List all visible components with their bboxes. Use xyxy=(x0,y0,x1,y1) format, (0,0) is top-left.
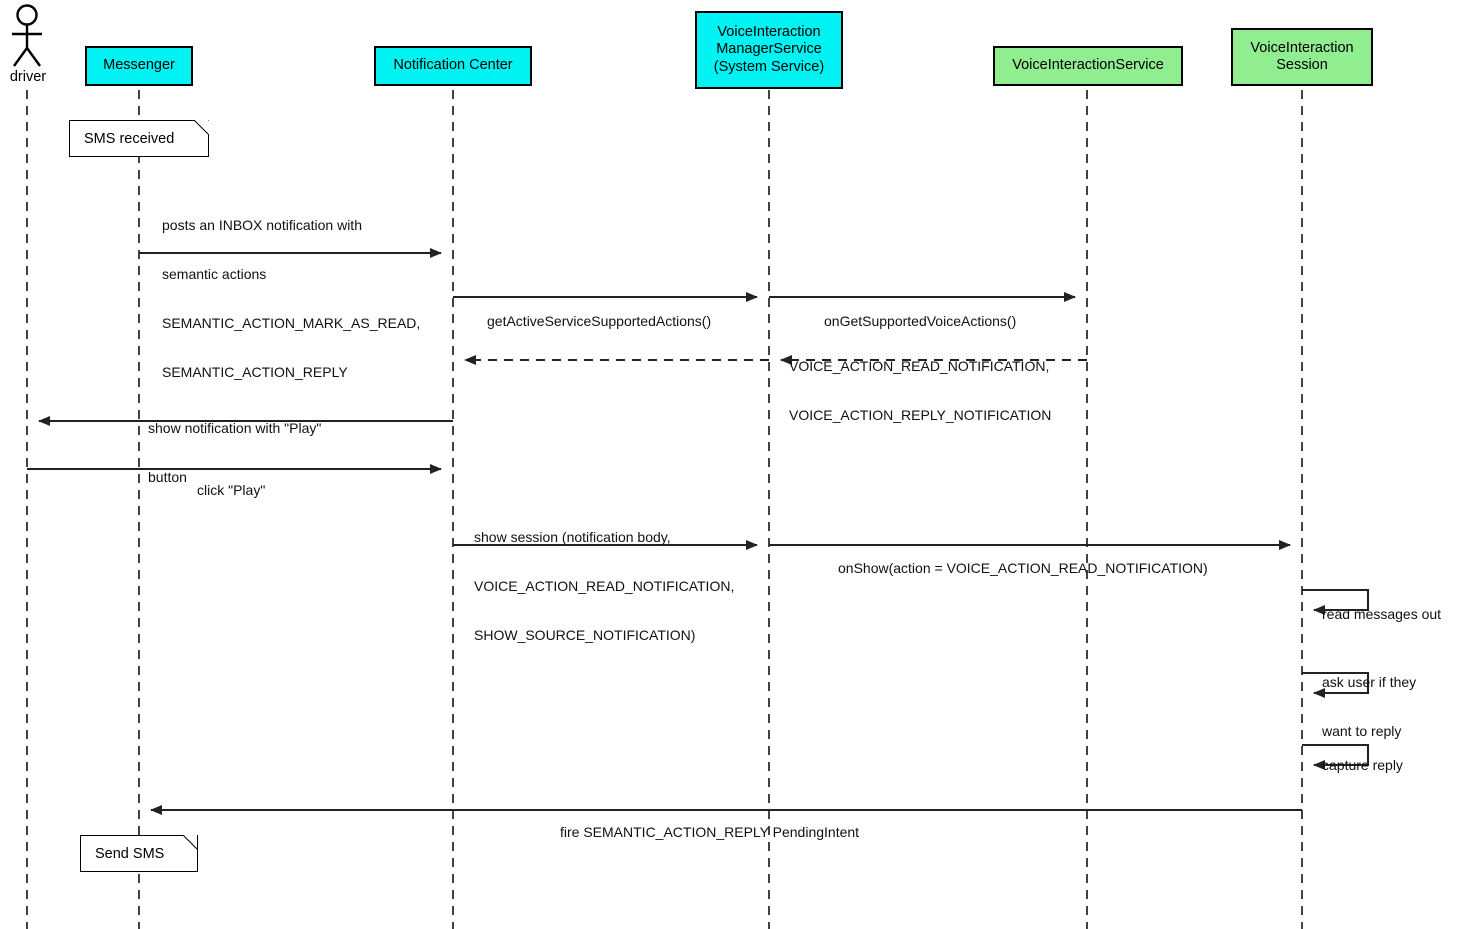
label-line: VOICE_ACTION_READ_NOTIFICATION, xyxy=(789,357,1050,374)
label-line: SEMANTIC_ACTION_MARK_AS_READ, xyxy=(162,315,421,331)
note-send-sms-text: Send SMS xyxy=(95,845,165,862)
label-line: onGetSupportedVoiceActions() xyxy=(824,312,1017,329)
label-line: SHOW_SOURCE_NOTIFICATION) xyxy=(474,627,696,643)
participant-notification-center[interactable]: Notification Center xyxy=(374,46,532,86)
note-sms-received: SMS received xyxy=(69,120,209,157)
participant-voiceinteraction-session[interactable]: VoiceInteraction Session xyxy=(1231,28,1373,86)
label-click-play: click "Play" xyxy=(197,449,265,531)
label-show-notification: show notification with "Play" button xyxy=(148,387,321,518)
label-line: getActiveServiceSupportedActions() xyxy=(487,312,712,329)
arrow-self-read-messages-out xyxy=(1302,588,1370,615)
arrow-self-ask-user-reply xyxy=(1302,671,1370,698)
note-corner-icon xyxy=(194,120,209,135)
label-line: semantic actions xyxy=(162,265,267,282)
participant-vsession-label-line1: VoiceInteraction xyxy=(1250,39,1354,56)
label-line: posts an INBOX notification with xyxy=(162,216,362,233)
participant-voiceinteraction-manager-service[interactable]: VoiceInteraction ManagerService (System … xyxy=(695,11,843,89)
participant-voiceinteraction-service-label: VoiceInteractionService xyxy=(1012,57,1164,74)
label-on-get-supported-voice-actions: onGetSupportedVoiceActions() xyxy=(824,280,1016,362)
participant-vims-label-line2: ManagerService xyxy=(716,41,822,58)
label-line: capture reply xyxy=(1322,756,1403,773)
label-on-show: onShow(action = VOICE_ACTION_READ_NOTIFI… xyxy=(838,527,1208,609)
label-line: SEMANTIC_ACTION_REPLY xyxy=(162,364,348,381)
participant-vsession-label-line2: Session xyxy=(1276,57,1328,73)
label-line: read messages out xyxy=(1322,605,1442,622)
label-self-capture-reply: capture reply xyxy=(1322,724,1403,806)
label-post-notification: posts an INBOX notification with semanti… xyxy=(162,184,420,413)
label-line: want to reply xyxy=(1322,722,1402,739)
label-line: show notification with "Play" xyxy=(148,419,322,436)
label-line: click "Play" xyxy=(197,481,266,498)
arrow-self-capture-reply xyxy=(1302,743,1370,770)
label-self-read-messages-out: read messages out xyxy=(1322,573,1441,655)
label-line: ask user if they xyxy=(1322,673,1417,690)
participant-vims-label-line3: (System Service) xyxy=(713,58,825,75)
participant-messenger-label: Messenger xyxy=(103,57,175,74)
actor-driver-label: driver xyxy=(9,69,47,85)
actor-driver-icon xyxy=(12,4,42,67)
label-fire-pending-intent: fire SEMANTIC_ACTION_REPLY PendingIntent xyxy=(560,791,859,873)
label-line: show session (notification body, xyxy=(474,528,671,545)
note-sms-received-text: SMS received xyxy=(84,130,175,147)
label-line: VOICE_ACTION_REPLY_NOTIFICATION xyxy=(789,406,1052,423)
label-line: button xyxy=(148,468,187,485)
label-line: VOICE_ACTION_READ_NOTIFICATION, xyxy=(474,577,735,594)
label-get-active-service-supported-actions: getActiveServiceSupportedActions() xyxy=(487,280,711,362)
label-show-session: show session (notification body, VOICE_A… xyxy=(474,496,734,676)
note-send-sms: Send SMS xyxy=(80,835,198,872)
participant-vims-label-line1: VoiceInteraction xyxy=(717,24,821,41)
label-self-ask-user-reply: ask user if they want to reply xyxy=(1322,641,1416,772)
participant-notification-center-label: Notification Center xyxy=(393,57,513,74)
label-return-voice-actions: VOICE_ACTION_READ_NOTIFICATION, VOICE_AC… xyxy=(789,325,1051,456)
participant-messenger[interactable]: Messenger xyxy=(85,46,193,86)
note-corner-icon xyxy=(183,835,198,850)
label-line: onShow(action = VOICE_ACTION_READ_NOTIFI… xyxy=(838,559,1208,576)
label-line: fire SEMANTIC_ACTION_REPLY PendingIntent xyxy=(560,823,860,840)
participant-voiceinteraction-service[interactable]: VoiceInteractionService xyxy=(993,46,1183,86)
